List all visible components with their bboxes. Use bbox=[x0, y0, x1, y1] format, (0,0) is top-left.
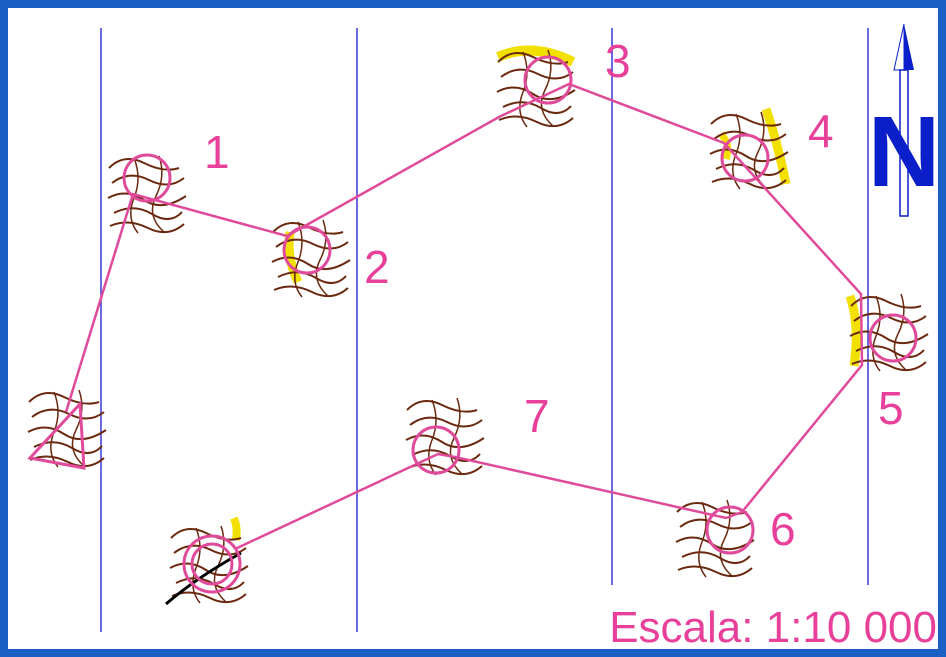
control-circle-6 bbox=[705, 505, 755, 555]
control-label-7: 7 bbox=[524, 390, 550, 442]
control-circle-5 bbox=[868, 313, 918, 363]
terrain-patch-5 bbox=[845, 293, 929, 372]
start-triangle bbox=[27, 400, 86, 470]
control-circle-3 bbox=[523, 55, 573, 105]
control-label-5: 5 bbox=[878, 382, 904, 434]
scale-label: Escala: 1:10 000 bbox=[609, 603, 937, 652]
control-circle-2 bbox=[282, 225, 332, 275]
control-circle-7 bbox=[411, 425, 461, 475]
north-letter: N bbox=[868, 96, 940, 208]
control-label-1: 1 bbox=[204, 126, 230, 178]
finish-circle-outer bbox=[182, 534, 242, 594]
control-circle-1 bbox=[122, 153, 172, 203]
finish-circle-inner bbox=[190, 542, 234, 586]
terrain-patch-3 bbox=[496, 45, 576, 128]
control-label-4: 4 bbox=[808, 105, 834, 157]
control-circle-4 bbox=[720, 133, 770, 183]
control-label-3: 3 bbox=[605, 35, 631, 87]
north-arrow-icon: N bbox=[868, 23, 940, 217]
control-label-6: 6 bbox=[770, 503, 796, 555]
control-label-2: 2 bbox=[364, 241, 390, 293]
